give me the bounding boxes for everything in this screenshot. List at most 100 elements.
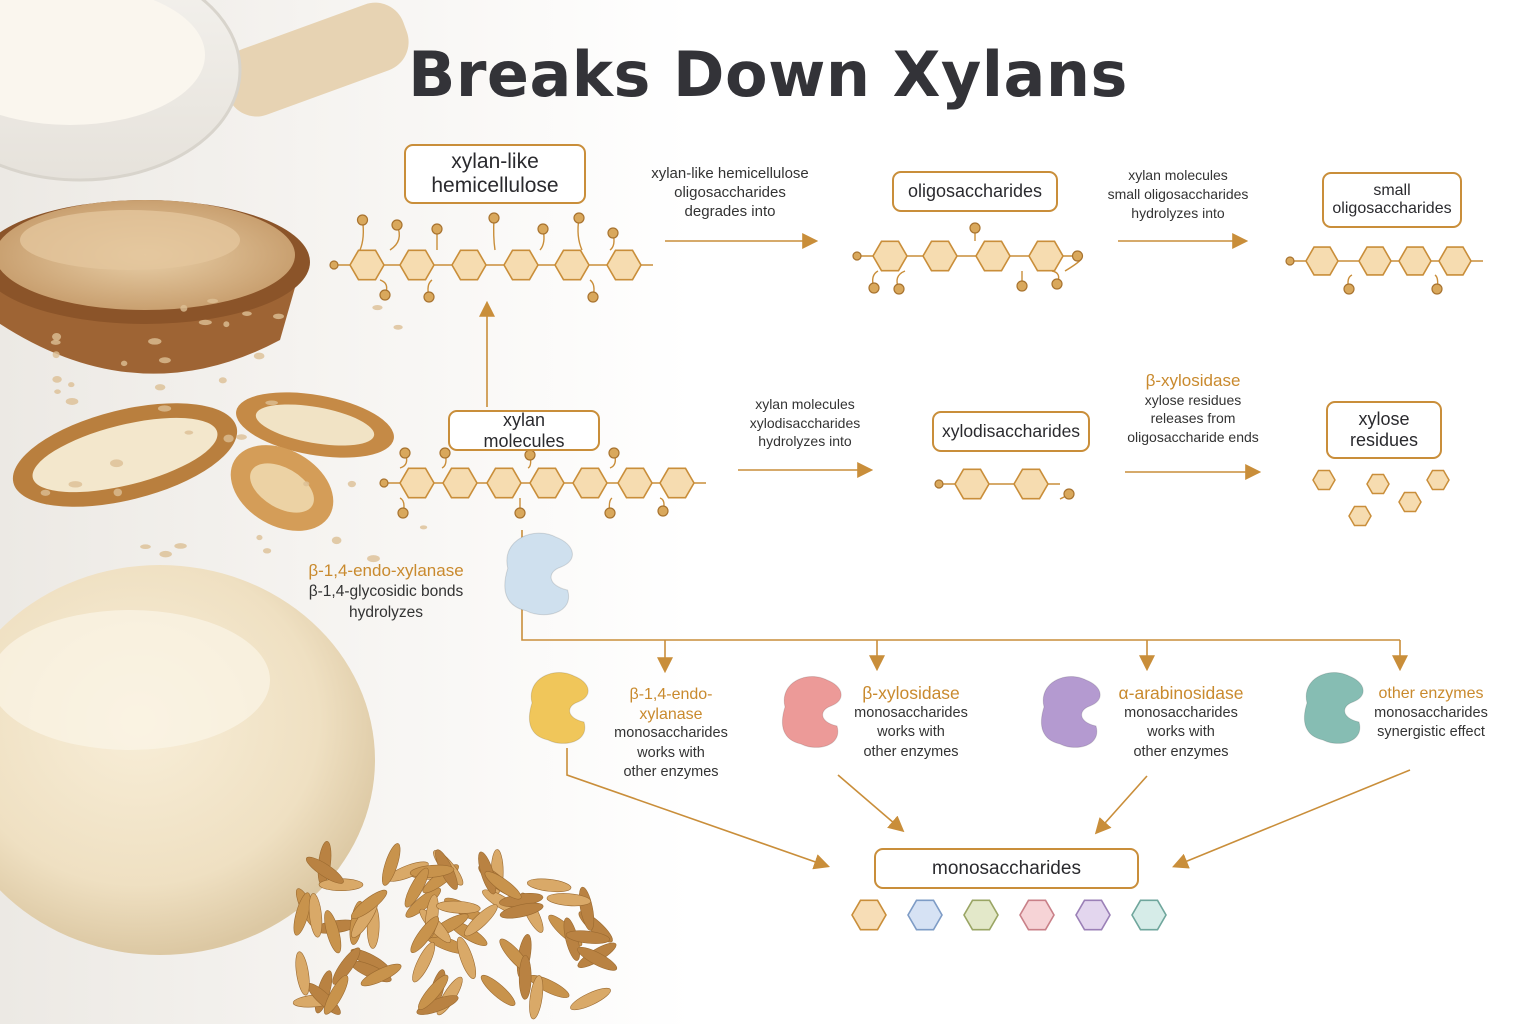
hemicellulose-chain xyxy=(330,213,653,302)
arrow-label-hydrolyzes-xylodi: xylan molecules xylodisaccharides hydrol… xyxy=(735,395,875,451)
enzyme-bx-line1: monosaccharides xyxy=(852,704,970,724)
enzyme-bx-line3: other enzymes xyxy=(852,743,970,763)
molecule-side-group xyxy=(970,223,980,233)
sugar-hexagon xyxy=(530,468,564,497)
molecule-side-group xyxy=(608,228,618,238)
molecule-side-group xyxy=(525,450,535,460)
oligosaccharides-chain xyxy=(853,223,1083,294)
enzyme-label-other: other enzymes monosaccharides synergisti… xyxy=(1370,684,1492,743)
enzyme-name-endo-xylanase: β-1,4-endo-xylanase xyxy=(598,685,744,724)
molecule-side-group xyxy=(1017,281,1027,291)
enzyme-a-arabinosidase-icon xyxy=(1041,676,1100,747)
box-xylan-molecules-label: xylan molecules xyxy=(460,410,588,451)
box-xylodisaccharides-label: xylodisaccharides xyxy=(942,421,1080,441)
sugar-hexagon xyxy=(660,468,694,497)
monosaccharide-hexagon xyxy=(1020,900,1054,929)
molecule-side-group xyxy=(392,220,402,230)
molecule-side-group xyxy=(489,213,499,223)
molecule-side-group xyxy=(853,252,861,260)
molecule-side-group xyxy=(935,480,943,488)
enzyme-label-b-xylosidase: β-xylosidase monosaccharides works with … xyxy=(852,684,970,762)
enzyme-aa-line2: works with xyxy=(1102,723,1260,743)
monosaccharide-hexagon xyxy=(852,900,886,929)
molecule-side-group xyxy=(380,479,388,487)
converge-arrow-4 xyxy=(1175,770,1410,866)
sugar-hexagon xyxy=(1439,247,1471,275)
molecule-side-group xyxy=(515,508,525,518)
arrow-label-releases-xylose: β-xylosidase xylose residues releases fr… xyxy=(1118,372,1268,446)
molecule-side-group xyxy=(400,448,410,458)
sugar-hexagon xyxy=(350,250,384,279)
xylose-residue-hexagon xyxy=(1313,471,1335,490)
main-enzyme-blob-icon xyxy=(505,533,573,615)
molecule-side-group xyxy=(1073,251,1083,261)
sugar-hexagon xyxy=(443,468,477,497)
arrow-label-releases-line3: oligosaccharide ends xyxy=(1118,428,1268,447)
molecule-side-group xyxy=(894,284,904,294)
enzyme-aa-line1: monosaccharides xyxy=(1102,704,1260,724)
molecule-side-group xyxy=(1052,279,1062,289)
enzyme-branch-connector xyxy=(522,530,1400,640)
main-enzyme-label: β-1,4-endo-xylanase β-1,4-glycosidic bon… xyxy=(296,560,476,623)
enzyme-name-a-arabinosidase: α-arabinosidase xyxy=(1102,684,1260,704)
molecule-side-group xyxy=(330,261,338,269)
sugar-hexagon xyxy=(1399,247,1431,275)
enzyme-endo-xylanase-icon xyxy=(529,672,588,743)
xylose-residue-hexagon xyxy=(1427,471,1449,490)
molecule-side-group xyxy=(574,213,584,223)
molecule-side-group xyxy=(432,224,442,234)
sugar-hexagon xyxy=(955,469,989,498)
box-small-oligosaccharides-label: small oligosaccharides xyxy=(1332,182,1451,219)
molecule-side-group xyxy=(1344,284,1354,294)
xylan-molecules-chain xyxy=(380,448,706,518)
molecule-side-group xyxy=(424,292,434,302)
arrow-label-degrades-line3: degrades into xyxy=(640,202,820,221)
arrow-label-degrades-line2: oligosaccharides xyxy=(640,183,820,202)
sugar-hexagon xyxy=(1014,469,1048,498)
enzyme-label-a-arabinosidase: α-arabinosidase monosaccharides works wi… xyxy=(1102,684,1260,762)
arrow-label-enzyme-b-xylosidase: β-xylosidase xyxy=(1118,372,1268,391)
box-xylose-residues: xylose residues xyxy=(1326,401,1442,459)
sugar-hexagon xyxy=(976,241,1010,270)
molecule-side-group xyxy=(1064,489,1074,499)
xylose-residue-hexagon xyxy=(1367,475,1389,494)
sugar-hexagon xyxy=(452,250,486,279)
sugar-hexagon xyxy=(504,250,538,279)
box-monosaccharides: monosaccharides xyxy=(874,848,1139,889)
molecule-side-group xyxy=(869,283,879,293)
arrow-label-hydrolyzes-small-line2: small oligosaccharides xyxy=(1100,185,1256,204)
sugar-hexagon xyxy=(1306,247,1338,275)
molecule-side-group xyxy=(380,290,390,300)
box-small-oligosaccharides: small oligosaccharides xyxy=(1322,172,1462,228)
molecule-side-group xyxy=(440,448,450,458)
enzyme-other-line1: monosaccharides xyxy=(1370,704,1492,724)
sugar-hexagon xyxy=(487,468,521,497)
sugar-hexagon xyxy=(618,468,652,497)
sugar-hexagon xyxy=(573,468,607,497)
arrow-label-degrades: xylan-like hemicellulose oligosaccharide… xyxy=(640,164,820,221)
box-xylodisaccharides: xylodisaccharides xyxy=(932,411,1090,452)
sugar-hexagon xyxy=(1359,247,1391,275)
arrow-label-xylodi-line1: xylan molecules xyxy=(735,395,875,414)
small-oligosaccharides-chain xyxy=(1286,247,1483,294)
main-enzyme-name: β-1,4-endo-xylanase xyxy=(296,560,476,581)
molecule-side-group xyxy=(658,506,668,516)
enzyme-endo-line1: monosaccharides xyxy=(598,724,744,744)
arrow-label-releases-line2: releases from xyxy=(1118,409,1268,428)
xylose-residue-hexagon xyxy=(1349,507,1371,526)
box-xylan-hemicellulose-label: xylan-like hemicellulose xyxy=(416,150,574,198)
arrow-label-hydrolyzes-small: xylan molecules small oligosaccharides h… xyxy=(1100,166,1256,223)
sugar-hexagon xyxy=(923,241,957,270)
box-xylan-hemicellulose: xylan-like hemicellulose xyxy=(404,144,586,204)
sugar-hexagon xyxy=(555,250,589,279)
box-xylan-molecules: xylan molecules xyxy=(448,410,600,451)
sugar-hexagon xyxy=(400,468,434,497)
main-enzyme-line1: β-1,4-glycosidic bonds xyxy=(296,581,476,602)
box-oligosaccharides-label: oligosaccharides xyxy=(908,181,1042,202)
enzyme-b-xylosidase-icon xyxy=(782,676,841,747)
molecule-side-group xyxy=(588,292,598,302)
sugar-hexagon xyxy=(873,241,907,270)
enzyme-endo-line3: other enzymes xyxy=(598,763,744,783)
molecule-side-group xyxy=(538,224,548,234)
